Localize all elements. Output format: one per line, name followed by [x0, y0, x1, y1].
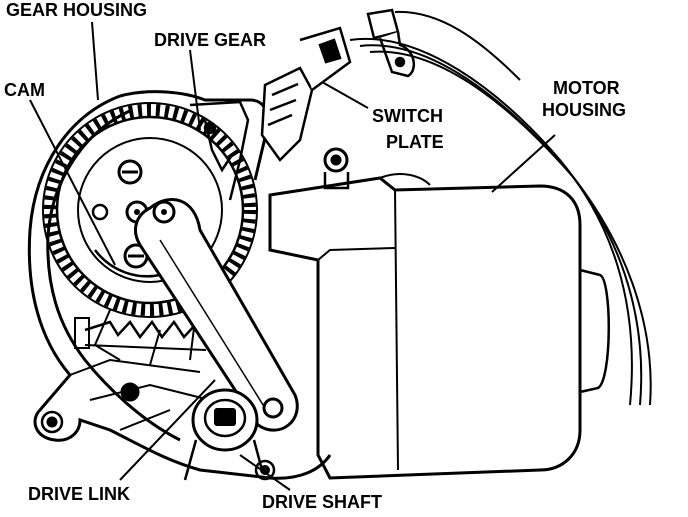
gear-screw-top [117, 159, 143, 185]
drive-link [134, 198, 299, 432]
label-drive-shaft: DRIVE SHAFT [262, 492, 382, 512]
cam [94, 249, 161, 278]
leader-lines [29, 21, 556, 491]
drive-shaft [183, 388, 264, 481]
leader-motor-housing [491, 134, 556, 193]
label-motor-housing-line2: HOUSING [542, 100, 626, 120]
labels: GEAR HOUSING DRIVE GEAR CAM MOTOR HOUSIN… [4, 0, 626, 512]
label-cam: CAM [4, 80, 45, 100]
upper-bracket [189, 100, 250, 201]
label-drive-link: DRIVE LINK [28, 484, 130, 504]
leader-drive-gear [189, 49, 201, 131]
leader-cam [29, 99, 116, 266]
switch-plate [260, 8, 416, 162]
label-drive-gear: DRIVE GEAR [154, 30, 266, 50]
motor-wires [349, 10, 652, 406]
label-switch-plate-line1: SWITCH [372, 106, 443, 126]
label-motor-housing-line1: MOTOR [553, 78, 620, 98]
label-switch-plate-line2: PLATE [386, 132, 444, 152]
leader-switch-plate [321, 81, 369, 109]
motor-housing [268, 147, 610, 480]
leader-drive-link [119, 379, 216, 481]
label-gear-housing: GEAR HOUSING [6, 0, 147, 20]
drive-gear [42, 102, 258, 318]
leader-gear-housing [91, 21, 99, 101]
leader-drive-shaft [239, 454, 291, 491]
spring-assembly [74, 317, 208, 351]
gear-housing [27, 90, 332, 481]
